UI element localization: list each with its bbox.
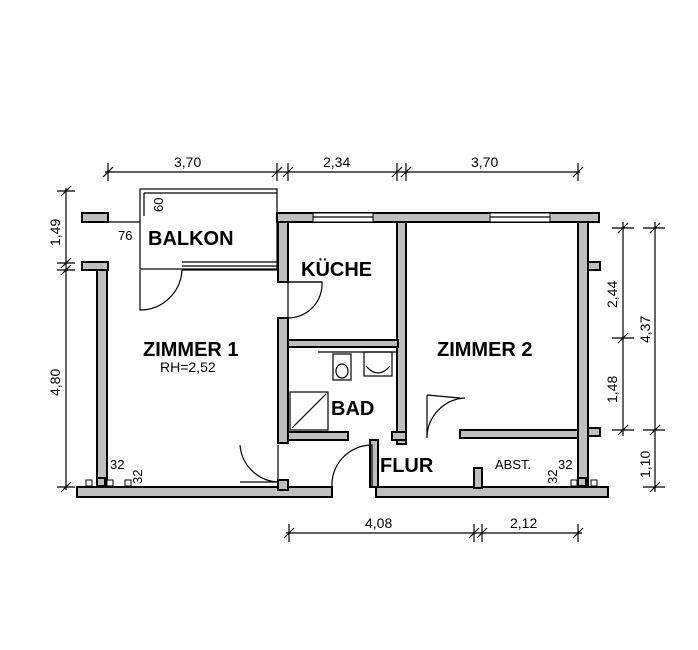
dimension-chain-bottom bbox=[283, 524, 584, 542]
dimension-chain-left bbox=[57, 185, 75, 493]
walls bbox=[76, 212, 609, 498]
room-zimmer1-label: ZIMMER 1 bbox=[143, 339, 239, 361]
wall-bottom-left bbox=[76, 486, 333, 498]
balkon-dim-60: 60 bbox=[151, 198, 166, 212]
room-zimmer1-height: RH=2,52 bbox=[160, 359, 216, 375]
bathroom-fixtures bbox=[289, 351, 398, 431]
dim-top-1: 3,70 bbox=[174, 154, 201, 170]
balkon-dim-76: 76 bbox=[118, 228, 132, 243]
wall-stub-bottom-1 bbox=[96, 477, 106, 487]
dimension-chain-right-outer bbox=[643, 222, 665, 493]
windows bbox=[85, 212, 598, 487]
wall-balcony-left-upper bbox=[81, 212, 109, 223]
wall-kitchen-bad bbox=[287, 339, 399, 348]
dimension-chain-top bbox=[102, 163, 584, 181]
balcony bbox=[108, 188, 278, 271]
wall-stub-bottom-2 bbox=[577, 477, 587, 487]
dim-bottom-2: 2,12 bbox=[510, 515, 537, 531]
dim-right-inner-1: 2,44 bbox=[604, 281, 620, 308]
dim-bottom-1: 4,08 bbox=[365, 515, 392, 531]
abst-dim-32a: 32 bbox=[558, 457, 572, 472]
wall-abst bbox=[473, 467, 483, 489]
dim-right-outer-1: 4,37 bbox=[637, 316, 653, 343]
dim-top-2: 2,34 bbox=[323, 154, 350, 170]
zimmer1-dim-32a: 32 bbox=[110, 457, 124, 472]
wall-z1-kitchen bbox=[277, 221, 289, 283]
wall-left-balcony bbox=[81, 261, 109, 271]
wall-bad-flur bbox=[287, 431, 349, 441]
wall-left bbox=[96, 261, 108, 488]
wall-right-stub-mid bbox=[587, 427, 601, 437]
wall-bottom-right bbox=[375, 486, 609, 498]
room-abst-label: ABST. bbox=[495, 457, 531, 472]
wall-right bbox=[577, 221, 589, 488]
wall-z1-bad bbox=[277, 317, 289, 444]
wall-z1-flur bbox=[277, 479, 289, 491]
room-balkon-label: BALKON bbox=[148, 228, 234, 250]
wall-bad-flur-2 bbox=[391, 431, 407, 441]
room-zimmer2-label: ZIMMER 2 bbox=[437, 339, 533, 361]
abst-dim-32b: 32 bbox=[545, 470, 560, 484]
room-bad-label: BAD bbox=[331, 398, 374, 420]
dim-top-3: 3,70 bbox=[471, 154, 498, 170]
dimension-chain-right-inner bbox=[612, 222, 634, 436]
dim-right-inner-2: 1,48 bbox=[604, 376, 620, 403]
wall-right-stub-top bbox=[587, 261, 601, 271]
toilet-icon bbox=[332, 353, 352, 381]
wall-z2-flur bbox=[459, 429, 579, 439]
doors bbox=[139, 269, 466, 489]
room-kueche-label: KÜCHE bbox=[301, 258, 372, 281]
room-flur-label: FLUR bbox=[380, 455, 434, 477]
wall-stub-flur bbox=[369, 439, 379, 488]
zimmer1-dim-32b: 32 bbox=[130, 470, 145, 484]
dim-right-outer-2: 1,10 bbox=[637, 451, 653, 478]
dim-left-1: 1,49 bbox=[47, 219, 63, 246]
dim-left-2: 4,80 bbox=[47, 369, 63, 396]
wall-kitchen-z2 bbox=[396, 221, 407, 445]
shower-tray bbox=[289, 391, 329, 431]
